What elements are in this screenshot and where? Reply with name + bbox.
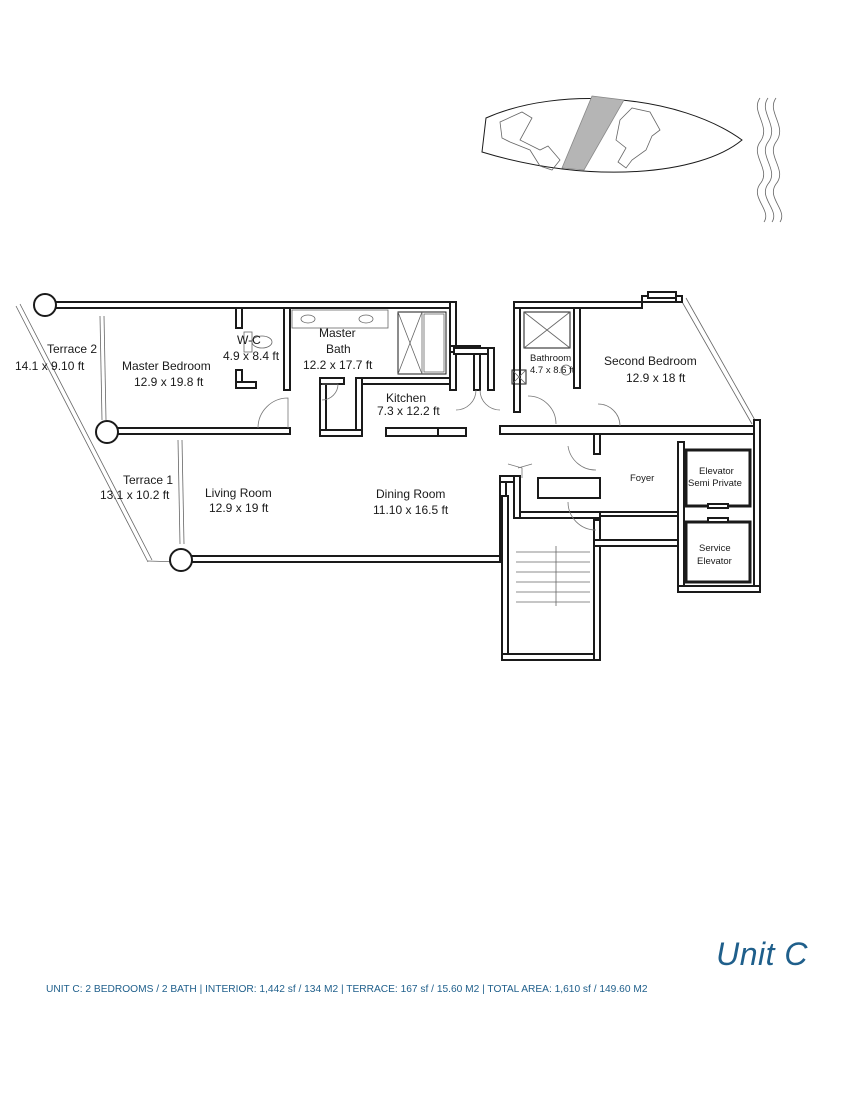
elevator-semi-private-line2: Semi Private [688, 478, 742, 489]
second-bedroom-name: Second Bedroom [604, 354, 697, 368]
living-room-dims: 12.9 x 19 ft [209, 501, 269, 515]
column-top-left [33, 293, 57, 317]
kitchen-dims: 7.3 x 12.2 ft [377, 404, 440, 418]
key-plan-unit-highlight [561, 95, 625, 171]
bathroom-name: Bathroom [530, 353, 571, 364]
second-bedroom-dims: 12.9 x 18 ft [626, 371, 686, 385]
service-elevator-line2: Elevator [697, 556, 732, 567]
service-elevator-cab [684, 520, 752, 584]
key-plan [481, 95, 743, 173]
column-bottom-left [169, 548, 193, 572]
walls [45, 291, 761, 661]
terrace-railings [15, 297, 757, 563]
kitchen-name: Kitchen [386, 391, 426, 405]
water-wave-icon [757, 97, 783, 223]
master-bedroom-name: Master Bedroom [122, 359, 211, 373]
fixtures [243, 309, 590, 606]
foyer-name: Foyer [630, 473, 654, 484]
terrace-1-dims: 13.1 x 10.2 ft [100, 488, 170, 502]
unit-title: Unit C [716, 936, 808, 972]
unit-summary: UNIT C: 2 BEDROOMS / 2 BATH | INTERIOR: … [46, 984, 648, 995]
bathroom-dims: 4.7 x 8.6 ft [530, 365, 575, 376]
service-elevator-line1: Service [699, 543, 731, 554]
master-bath-dims: 12.2 x 17.7 ft [303, 358, 373, 372]
wc-dims: 4.9 x 8.4 ft [223, 349, 280, 363]
elevator-semi-private-line1: Elevator [699, 466, 734, 477]
column-mid-left [95, 420, 119, 444]
dining-room-dims: 11.10 x 16.5 ft [373, 503, 449, 517]
terrace-1-name: Terrace 1 [123, 473, 173, 487]
dining-room-name: Dining Room [376, 487, 445, 501]
terrace-2-dims: 14.1 x 9.10 ft [15, 359, 85, 373]
master-bath-name-line2: Bath [326, 342, 351, 356]
master-bath-name-line1: Master [319, 326, 356, 340]
elevator-semi-private-cab [684, 448, 752, 508]
door-swings [257, 383, 621, 531]
living-room-name: Living Room [205, 486, 272, 500]
terrace-2-name: Terrace 2 [47, 342, 97, 356]
wc-name: W-C [237, 333, 261, 347]
master-bedroom-dims: 12.9 x 19.8 ft [134, 375, 204, 389]
